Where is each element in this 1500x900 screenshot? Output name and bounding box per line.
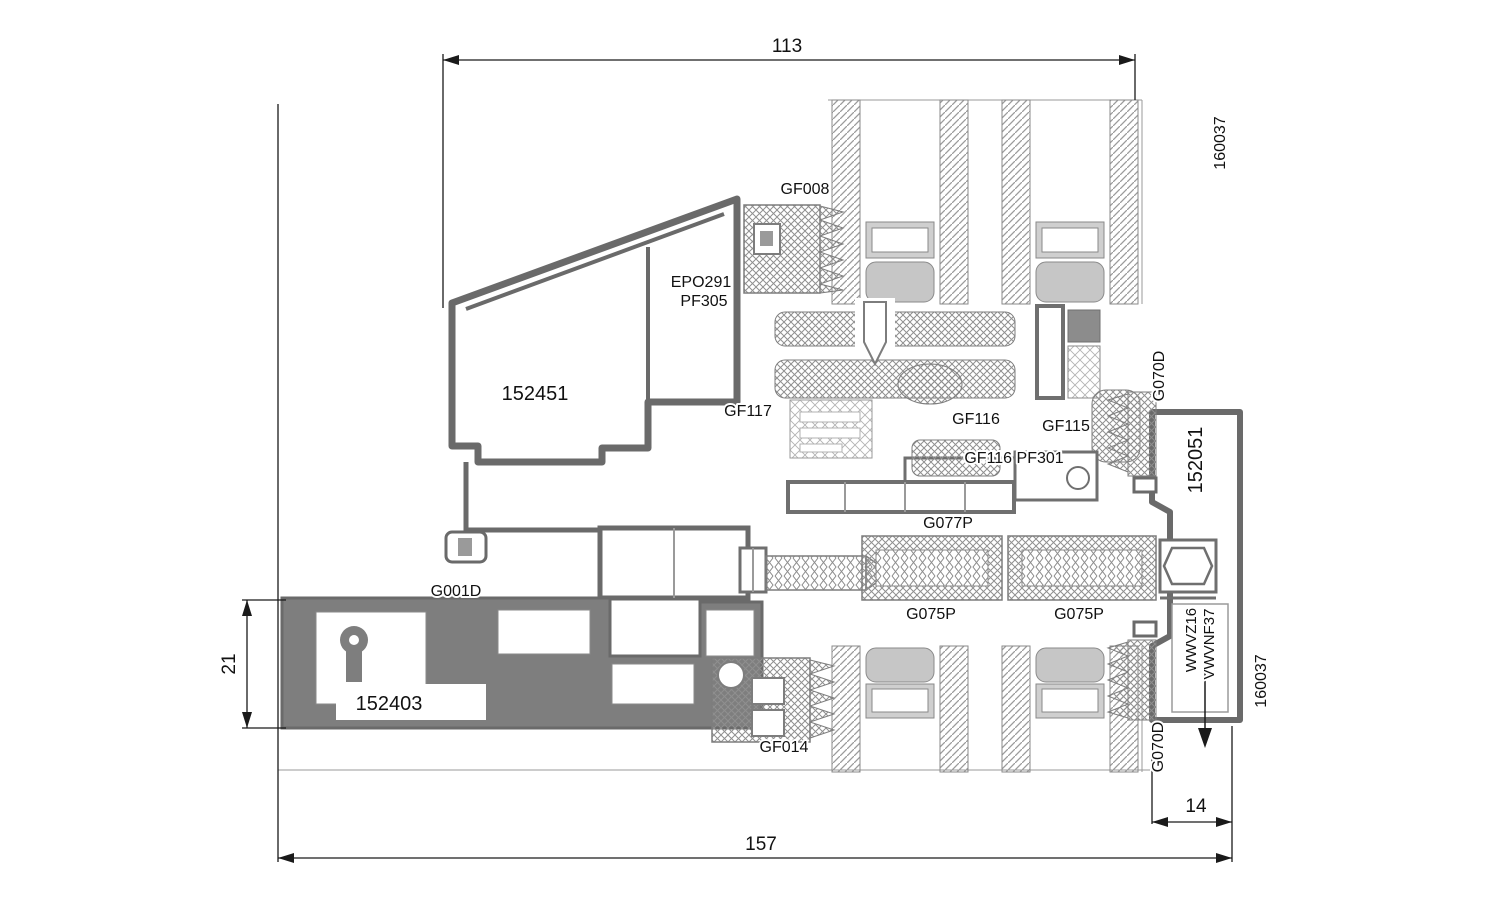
gasket-g070d-bottom: [1106, 639, 1157, 721]
glazing-unit-top: [831, 99, 1139, 305]
dim-top-width: 113: [772, 36, 802, 57]
label-profile-152451: 152451: [502, 383, 569, 405]
labels: 113 157 14 21 160037 160037 GF008 EPO291…: [217, 34, 1272, 857]
label-gf014: GF014: [760, 739, 809, 756]
label-g075p-left: G075P: [906, 606, 956, 623]
label-gf008: GF008: [781, 181, 830, 198]
label-gf117: GF117: [724, 403, 772, 420]
dimension-lines: [242, 54, 1233, 862]
label-epo291: EPO291: [671, 274, 732, 291]
label-pf305: PF305: [680, 293, 727, 310]
label-g075p-right: G075P: [1054, 606, 1104, 623]
profile-152051: [1132, 409, 1243, 723]
label-g070d-bottom: G070D: [1150, 722, 1167, 773]
vent-frame-lower: [444, 462, 751, 601]
dimension-arrows: [242, 55, 1232, 863]
profile-152451: [448, 195, 741, 466]
dim-bottom-right-width: 14: [1185, 796, 1207, 817]
glazing-gaskets-middle: [774, 298, 1141, 514]
label-code-160037-top: 160037: [1212, 116, 1229, 169]
label-wwvz16: WWVZ16: [1183, 608, 1200, 672]
leader-arrow-down: [1198, 672, 1212, 748]
glazing-unit-bottom: [831, 645, 1139, 773]
label-gf116-pf301: GF116 PF301: [964, 450, 1063, 467]
gasket-g070d-top: [1106, 391, 1157, 477]
label-profile-152051: 152051: [1185, 427, 1207, 494]
polyamide-strips-g075p: [861, 535, 1157, 601]
label-g077p: G077P: [923, 515, 973, 532]
dim-bottom-width: 157: [745, 834, 777, 855]
profile-152403: [280, 596, 764, 730]
label-gf115: GF115: [1042, 418, 1090, 435]
label-g070d-top: G070D: [1151, 351, 1168, 402]
gasket-gf008: [743, 204, 845, 294]
dim-left-height: 21: [219, 653, 240, 674]
gasket-gf014: [711, 657, 836, 743]
label-code-160037-bottom: 160037: [1253, 654, 1270, 707]
label-gf116-upper: GF116: [952, 411, 1000, 428]
label-g001d: G001D: [431, 583, 482, 600]
label-profile-152403: 152403: [356, 693, 423, 715]
label-vwvnf37: VWVNF37: [1201, 609, 1218, 680]
